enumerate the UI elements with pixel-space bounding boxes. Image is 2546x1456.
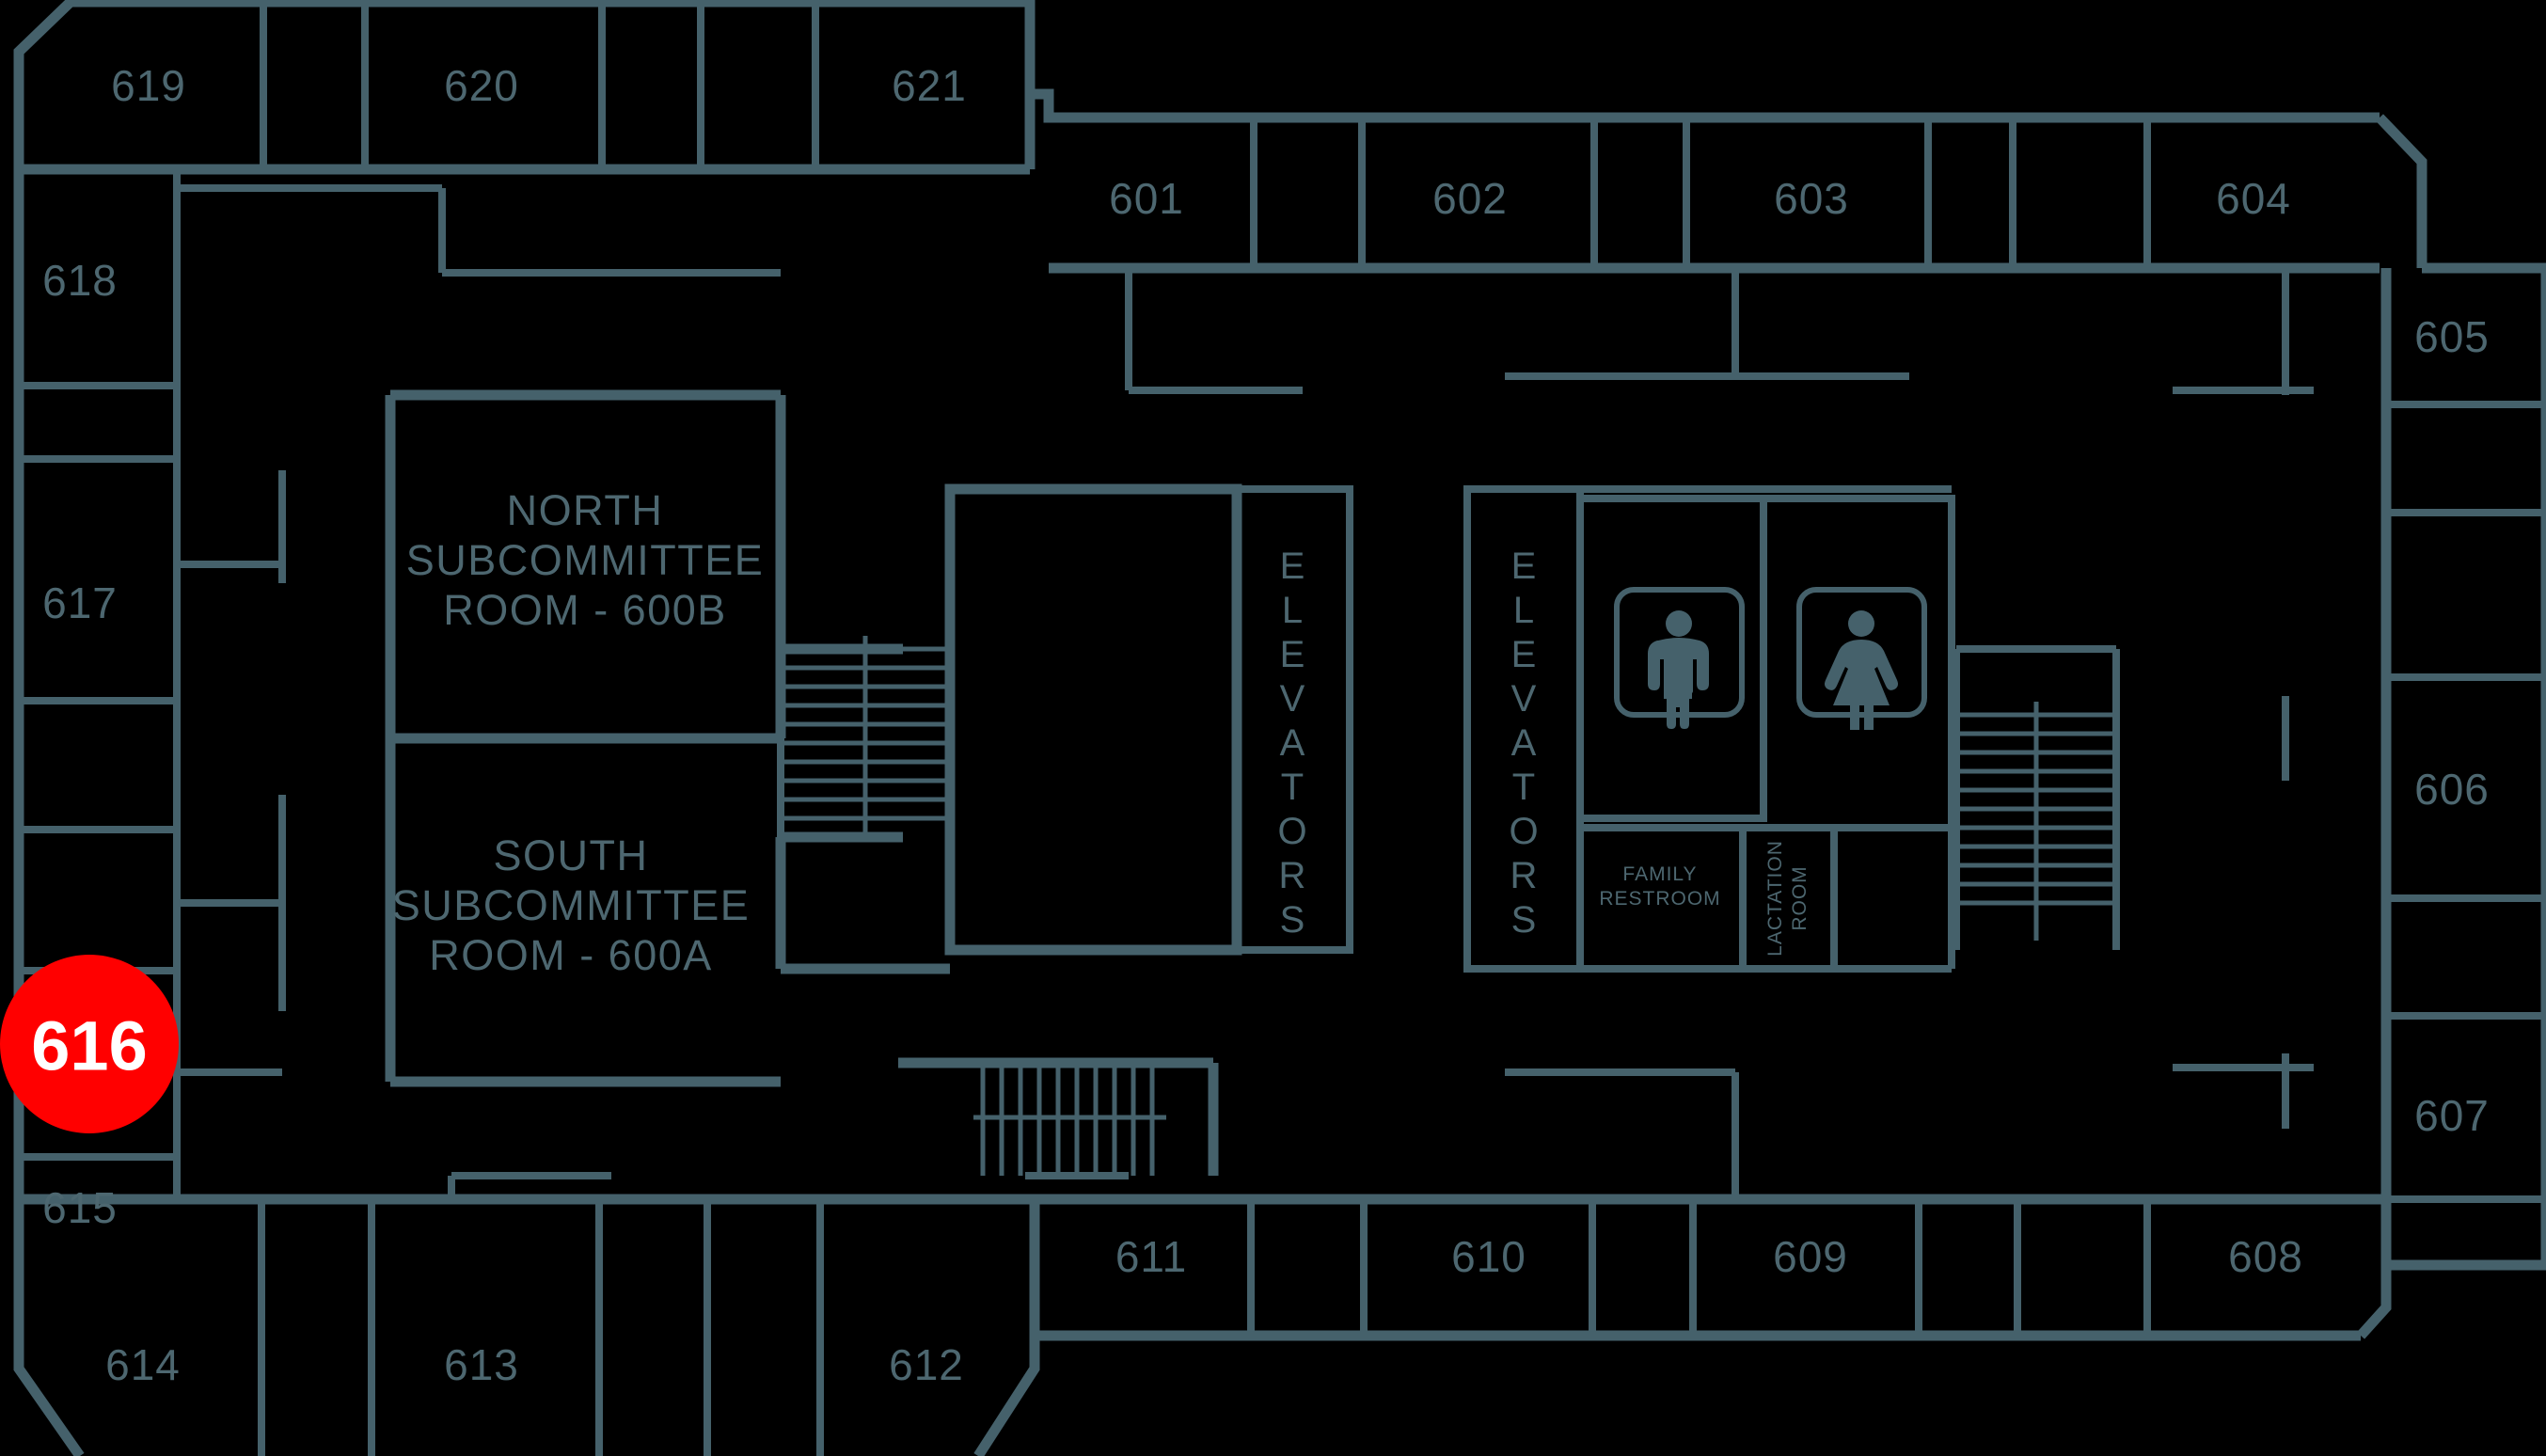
north-subcommittee-label: NORTH SUBCOMMITTEE ROOM - 600B [406, 486, 765, 634]
bottom-left-rooms [13, 1199, 1040, 1456]
elevator-shaft-west [944, 483, 1353, 956]
room-label-619: 619 [111, 61, 186, 110]
elev-e-L8: S [1511, 899, 1537, 941]
elev-w-L5: T [1281, 767, 1304, 808]
lactation-room-line2: ROOM [1789, 865, 1811, 930]
room-label-603: 603 [1774, 174, 1849, 223]
right-rooms-partitions [2386, 401, 2546, 1203]
highlight-room-number: 616 [31, 1007, 147, 1085]
elev-w-L0: E [1280, 546, 1305, 587]
south-subcommittee-line3: ROOM - 600A [429, 931, 713, 979]
room-label-613: 613 [444, 1340, 519, 1389]
south-subcommittee-line2: SUBCOMMITTEE [392, 881, 751, 929]
stairs-south [898, 1057, 1219, 1176]
family-restroom-line2: RESTROOM [1599, 888, 1720, 910]
room-number-labels: 619 620 621 601 602 603 604 605 606 607 … [42, 61, 2490, 1389]
elev-e-L3: V [1511, 678, 1537, 720]
room-label-601: 601 [1109, 174, 1184, 223]
elev-e-L4: A [1511, 722, 1537, 764]
north-subcommittee-line1: NORTH [507, 486, 664, 534]
room-label-618: 618 [42, 256, 118, 305]
mens-restroom-icon [1614, 587, 1745, 729]
lactation-room-line1: LACTATION [1764, 840, 1786, 957]
room-label-609: 609 [1773, 1232, 1848, 1281]
womens-restroom-icon [1796, 587, 1927, 730]
room-label-608: 608 [2228, 1232, 2303, 1281]
highlight-circle[interactable] [0, 955, 179, 1133]
south-subcommittee-label: SOUTH SUBCOMMITTEE ROOM - 600A [392, 831, 751, 979]
elev-e-L6: O [1509, 811, 1538, 852]
elevators-west-label: E L E V A T O R S [1277, 546, 1306, 941]
corridor-stubs [179, 184, 2314, 1199]
elev-e-L7: R [1510, 855, 1538, 896]
room-label-615: 615 [42, 1183, 118, 1232]
elev-e-L0: E [1511, 546, 1537, 587]
lactation-room-label: LACTATION ROOM [1764, 840, 1811, 957]
room-label-607: 607 [2414, 1091, 2490, 1140]
top-rooms-partitions [260, 2, 819, 169]
elev-w-L2: E [1280, 634, 1305, 675]
elev-w-L1: L [1282, 590, 1303, 631]
elev-w-L7: R [1279, 855, 1306, 896]
elev-w-L6: O [1277, 811, 1306, 852]
room-label-612: 612 [889, 1340, 964, 1389]
family-restroom-line1: FAMILY [1622, 863, 1697, 885]
north-subcommittee-line3: ROOM - 600B [443, 586, 727, 634]
room-label-610: 610 [1451, 1232, 1526, 1281]
top-right-rooms-partitions [1049, 118, 2380, 274]
elev-w-L3: V [1280, 678, 1305, 720]
elev-e-L5: T [1512, 767, 1535, 808]
elev-e-L1: L [1513, 590, 1534, 631]
highlight-marker-616[interactable]: 616 [0, 955, 179, 1133]
room-label-606: 606 [2414, 765, 2490, 814]
room-label-621: 621 [892, 61, 967, 110]
north-subcommittee-line2: SUBCOMMITTEE [406, 536, 765, 584]
elevators-east-label: E L E V A T O R S [1509, 546, 1538, 941]
room-label-602: 602 [1432, 174, 1508, 223]
room-label-617: 617 [42, 578, 118, 627]
bottom-right-rooms [1035, 1194, 2386, 1336]
room-label-605: 605 [2414, 312, 2490, 361]
south-subcommittee-line1: SOUTH [494, 831, 649, 879]
room-label-620: 620 [444, 61, 519, 110]
stairs-east [1953, 645, 2120, 950]
family-restroom-label: FAMILY RESTROOM [1599, 863, 1720, 910]
elev-w-L4: A [1280, 722, 1305, 764]
room-label-604: 604 [2216, 174, 2291, 223]
restroom-block [1467, 485, 1955, 973]
elev-w-L8: S [1280, 899, 1305, 941]
building-outline [13, 0, 2546, 1341]
room-label-614: 614 [105, 1340, 181, 1389]
elev-e-L2: E [1511, 634, 1537, 675]
room-label-611: 611 [1115, 1232, 1187, 1281]
